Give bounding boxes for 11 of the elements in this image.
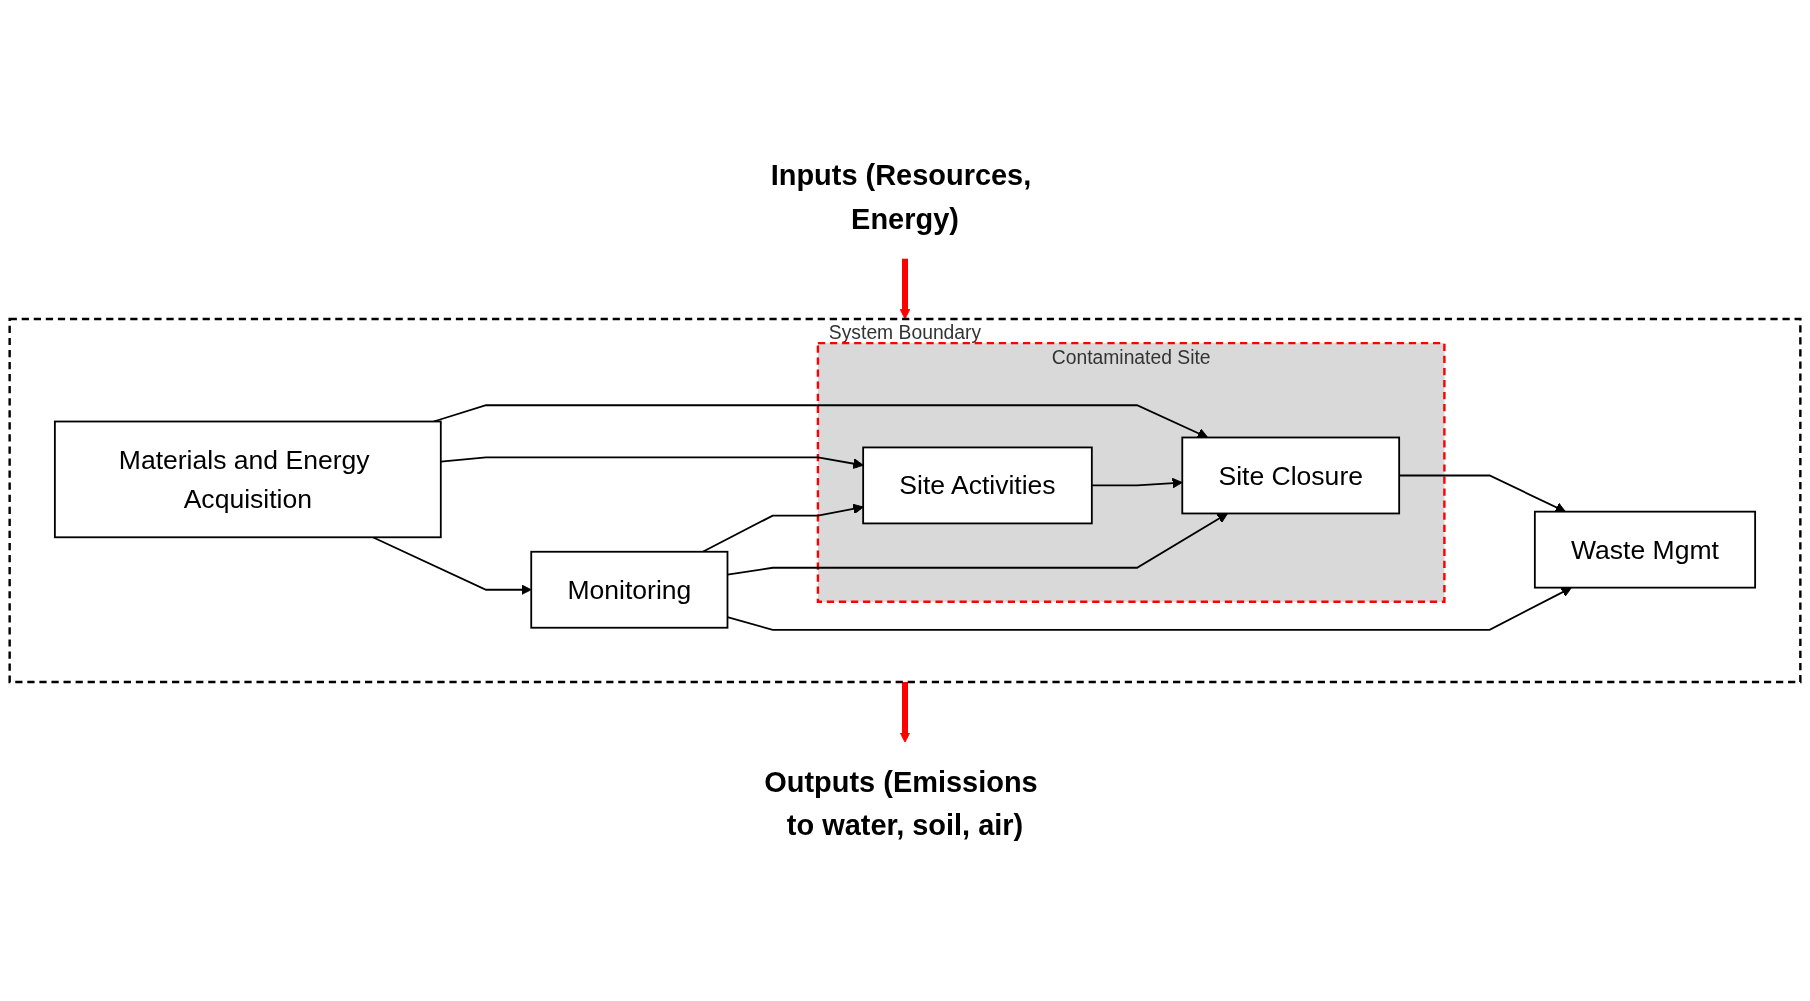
arrow [701,503,864,553]
node-text: Inputs (Resources, Energy) [770,158,1032,235]
node-text: Outputs (Emissions to water, soil, air) [764,765,1038,842]
node-box: Site Activities [862,446,1093,525]
node-box: Materials and Energy Acquisition [53,420,442,539]
node-box: Monitoring [530,550,729,629]
arrow [899,682,911,743]
arrow [899,258,911,320]
arrow [371,536,532,596]
node-box: Site Closure [1181,436,1401,515]
node-box: Waste Mgmt [1533,510,1757,589]
